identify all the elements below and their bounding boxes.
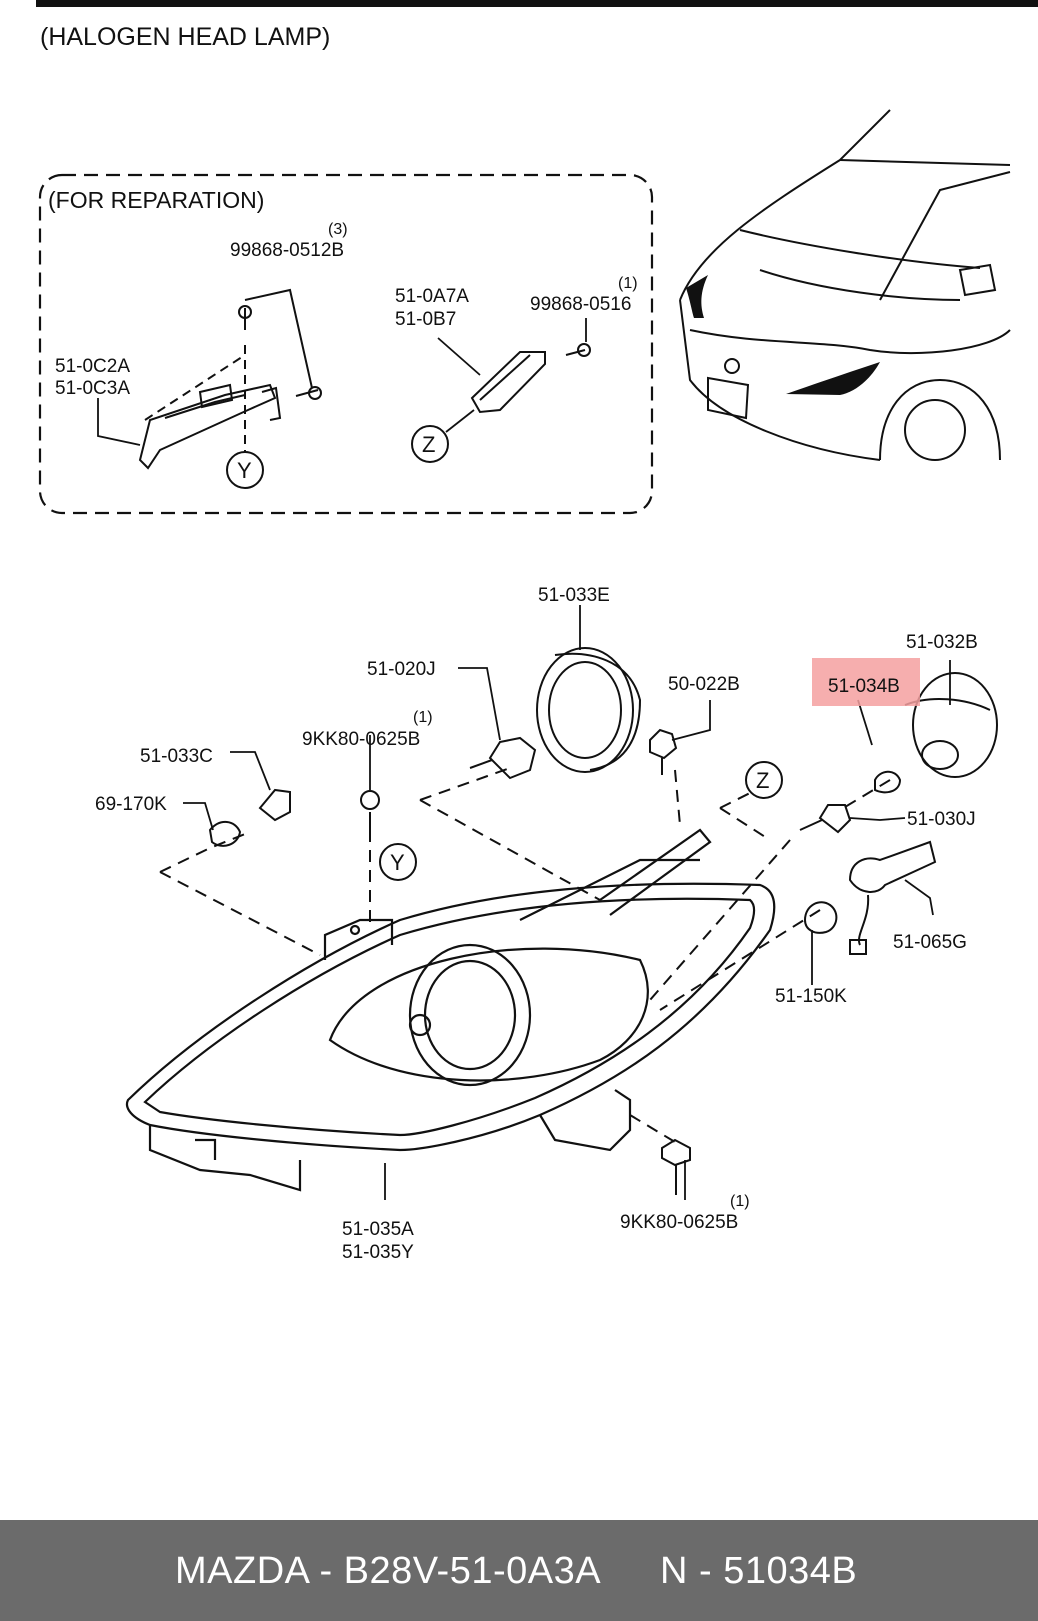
label-51-033e: 51-033E — [538, 585, 610, 606]
footer-item-code: N - 51034B — [660, 1550, 858, 1592]
label-51-0b7: 51-0B7 — [395, 309, 456, 330]
label-51-065g: 51-065G — [893, 932, 967, 953]
reference-y-top: Y — [226, 451, 264, 489]
headlamp-housing-illustration — [125, 828, 776, 1192]
car-headlamp-left — [686, 275, 708, 318]
ref-z-mid-label: Z — [756, 768, 769, 793]
reference-z-mid: Z — [745, 761, 783, 799]
label-51-035a: 51-035A — [342, 1219, 414, 1240]
footer-bar: MAZDA - B28V-51-0A3A N - 51034B — [0, 1520, 1038, 1621]
reparation-box — [38, 173, 654, 515]
label-51-030j: 51-030J — [907, 809, 976, 830]
top-border — [36, 0, 1038, 7]
ref-y-mid-label: Y — [390, 850, 405, 875]
ref-y-top-label: Y — [237, 458, 252, 483]
highlight-51-034b — [812, 658, 920, 706]
label-51-020j: 51-020J — [367, 659, 436, 680]
label-51-033c: 51-033C — [140, 746, 213, 767]
label-51-150k: 51-150K — [775, 986, 847, 1007]
label-50-022b: 50-022B — [668, 674, 740, 695]
label-51-0c2a: 51-0C2A — [55, 356, 130, 377]
qty-99868-0516: (1) — [618, 275, 638, 292]
qty-99868-0512b: (3) — [328, 221, 348, 238]
label-99868-0512b: 99868-0512B — [230, 240, 344, 261]
bracket-illustration — [138, 288, 322, 470]
car-headlamp-right — [786, 362, 880, 395]
label-9kk80-0625b-bottom: 9KK80-0625B — [620, 1212, 738, 1233]
footer-part-number: MAZDA - B28V-51-0A3A — [175, 1550, 602, 1592]
label-69-170k: 69-170K — [95, 794, 167, 815]
qty-9kk80-0625b-top: (1) — [413, 709, 433, 726]
leader-z-top — [445, 409, 475, 433]
label-51-0a7a: 51-0A7A — [395, 286, 469, 307]
label-51-032b: 51-032B — [906, 632, 978, 653]
leader-510a7a — [437, 337, 481, 376]
label-9kk80-0625b-top: 9KK80-0625B — [302, 729, 420, 750]
reference-y-mid: Y — [379, 843, 417, 881]
reference-z-top: Z — [411, 425, 449, 463]
diagram-title: (HALOGEN HEAD LAMP) — [40, 23, 330, 51]
leader-lines — [183, 605, 951, 1200]
parts-diagram: (HALOGEN HEAD LAMP) (FOR REPARATION) 998… — [36, 0, 1038, 1263]
label-51-034b: 51-034B — [828, 676, 900, 697]
parts-illustration — [208, 647, 998, 1195]
ref-z-top-label: Z — [422, 432, 435, 457]
reparation-title: (FOR REPARATION) — [48, 187, 264, 213]
dashed-guides — [159, 767, 891, 1146]
label-51-0c3a: 51-0C3A — [55, 378, 130, 399]
leader-510c2a — [97, 398, 141, 446]
label-51-035y: 51-035Y — [342, 1242, 414, 1263]
qty-9kk80-0625b-bottom: (1) — [730, 1193, 750, 1210]
car-illustration — [679, 109, 1011, 461]
label-99868-0516: 99868-0516 — [530, 294, 631, 315]
clip-illustration — [470, 343, 591, 414]
